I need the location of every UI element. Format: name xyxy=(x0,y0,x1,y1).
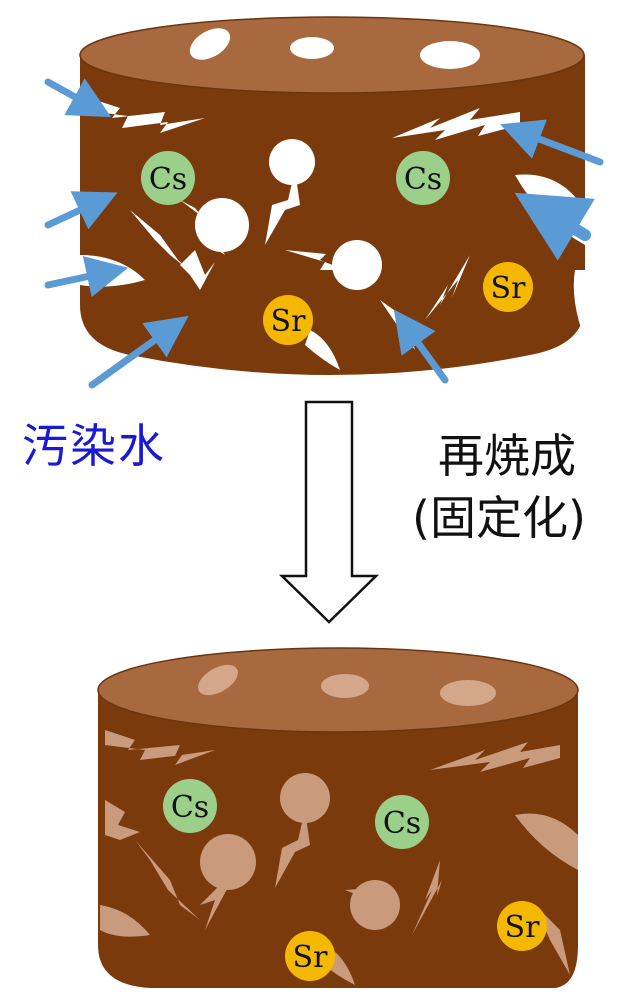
cylinder-after: Cs Cs Sr Sr xyxy=(97,647,579,988)
cylinder-before-top xyxy=(79,16,585,94)
svg-text:Cs: Cs xyxy=(383,806,421,841)
svg-text:Sr: Sr xyxy=(505,910,541,945)
pore xyxy=(195,198,249,252)
refiring-label-line2: (固定化) xyxy=(412,491,586,545)
water-arrow xyxy=(44,256,129,298)
pore xyxy=(269,139,315,185)
cs-ion: Cs xyxy=(141,151,195,205)
process-arrow xyxy=(278,400,380,624)
svg-text:Cs: Cs xyxy=(171,790,209,825)
surface-pore xyxy=(290,37,334,59)
water-arrows xyxy=(44,78,604,389)
water-arrow xyxy=(88,315,189,389)
cs-ion: Cs xyxy=(396,151,450,205)
svg-text:Sr: Sr xyxy=(293,940,329,975)
surface-pore xyxy=(321,674,369,698)
sr-ion: Sr xyxy=(263,295,313,345)
pore-sealed xyxy=(200,834,256,890)
svg-text:Cs: Cs xyxy=(149,162,187,197)
svg-text:Cs: Cs xyxy=(404,162,442,197)
svg-text:Sr: Sr xyxy=(271,304,307,339)
surface-pore xyxy=(440,680,496,706)
refiring-label: 再焼成 (固定化) xyxy=(412,425,626,549)
pore-sealed xyxy=(350,880,400,930)
water-arrow xyxy=(500,119,604,166)
svg-text:Sr: Sr xyxy=(491,271,527,306)
pore-sealed xyxy=(280,773,330,823)
water-arrow xyxy=(393,309,449,384)
surface-pore xyxy=(198,664,238,696)
sr-ion: Sr xyxy=(497,901,547,951)
sr-ion: Sr xyxy=(285,931,335,981)
water-arrow xyxy=(44,78,112,118)
cylinder-before-body xyxy=(80,55,585,375)
surface-pore xyxy=(420,41,480,69)
cylinder-before: Cs Cs Sr Sr xyxy=(44,16,604,389)
pore xyxy=(332,240,382,290)
refiring-label-line1: 再焼成 xyxy=(438,429,576,483)
cs-ion: Cs xyxy=(163,779,217,833)
sr-ion: Sr xyxy=(483,262,533,312)
cs-ion: Cs xyxy=(375,795,429,849)
water-arrow xyxy=(44,191,118,230)
contaminated-water-label: 汚染水 xyxy=(22,419,166,473)
water-arrow xyxy=(514,192,595,261)
surface-pore xyxy=(189,28,231,60)
